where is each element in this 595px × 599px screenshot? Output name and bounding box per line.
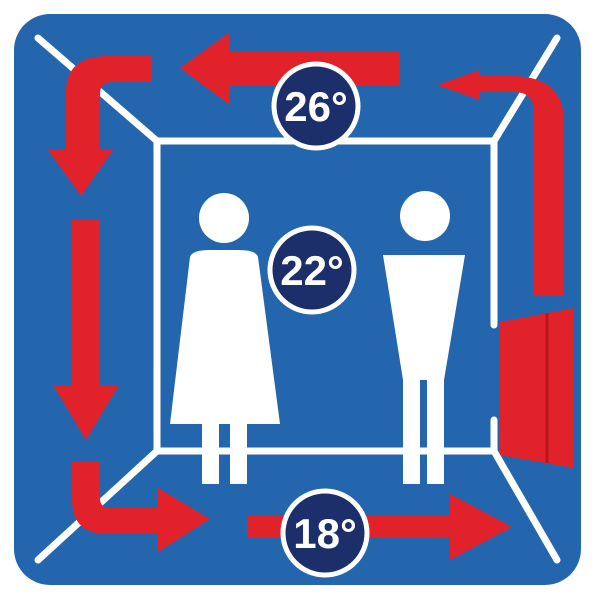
man-left-leg <box>403 370 420 484</box>
temperature-ceiling: 26° <box>284 83 348 130</box>
radiator-icon <box>500 308 574 468</box>
man-head <box>400 191 450 241</box>
badge-ceiling: 26° <box>274 64 358 148</box>
badge-head-level: 22° <box>270 228 354 312</box>
radiator-body <box>500 308 574 468</box>
temperature-floor: 18° <box>293 510 357 557</box>
man-right-leg <box>427 370 444 484</box>
woman-head <box>199 193 249 243</box>
badge-floor: 18° <box>283 491 367 575</box>
temperature-head-level: 22° <box>280 247 344 294</box>
woman-left-leg <box>202 420 219 484</box>
woman-right-leg <box>230 420 247 484</box>
